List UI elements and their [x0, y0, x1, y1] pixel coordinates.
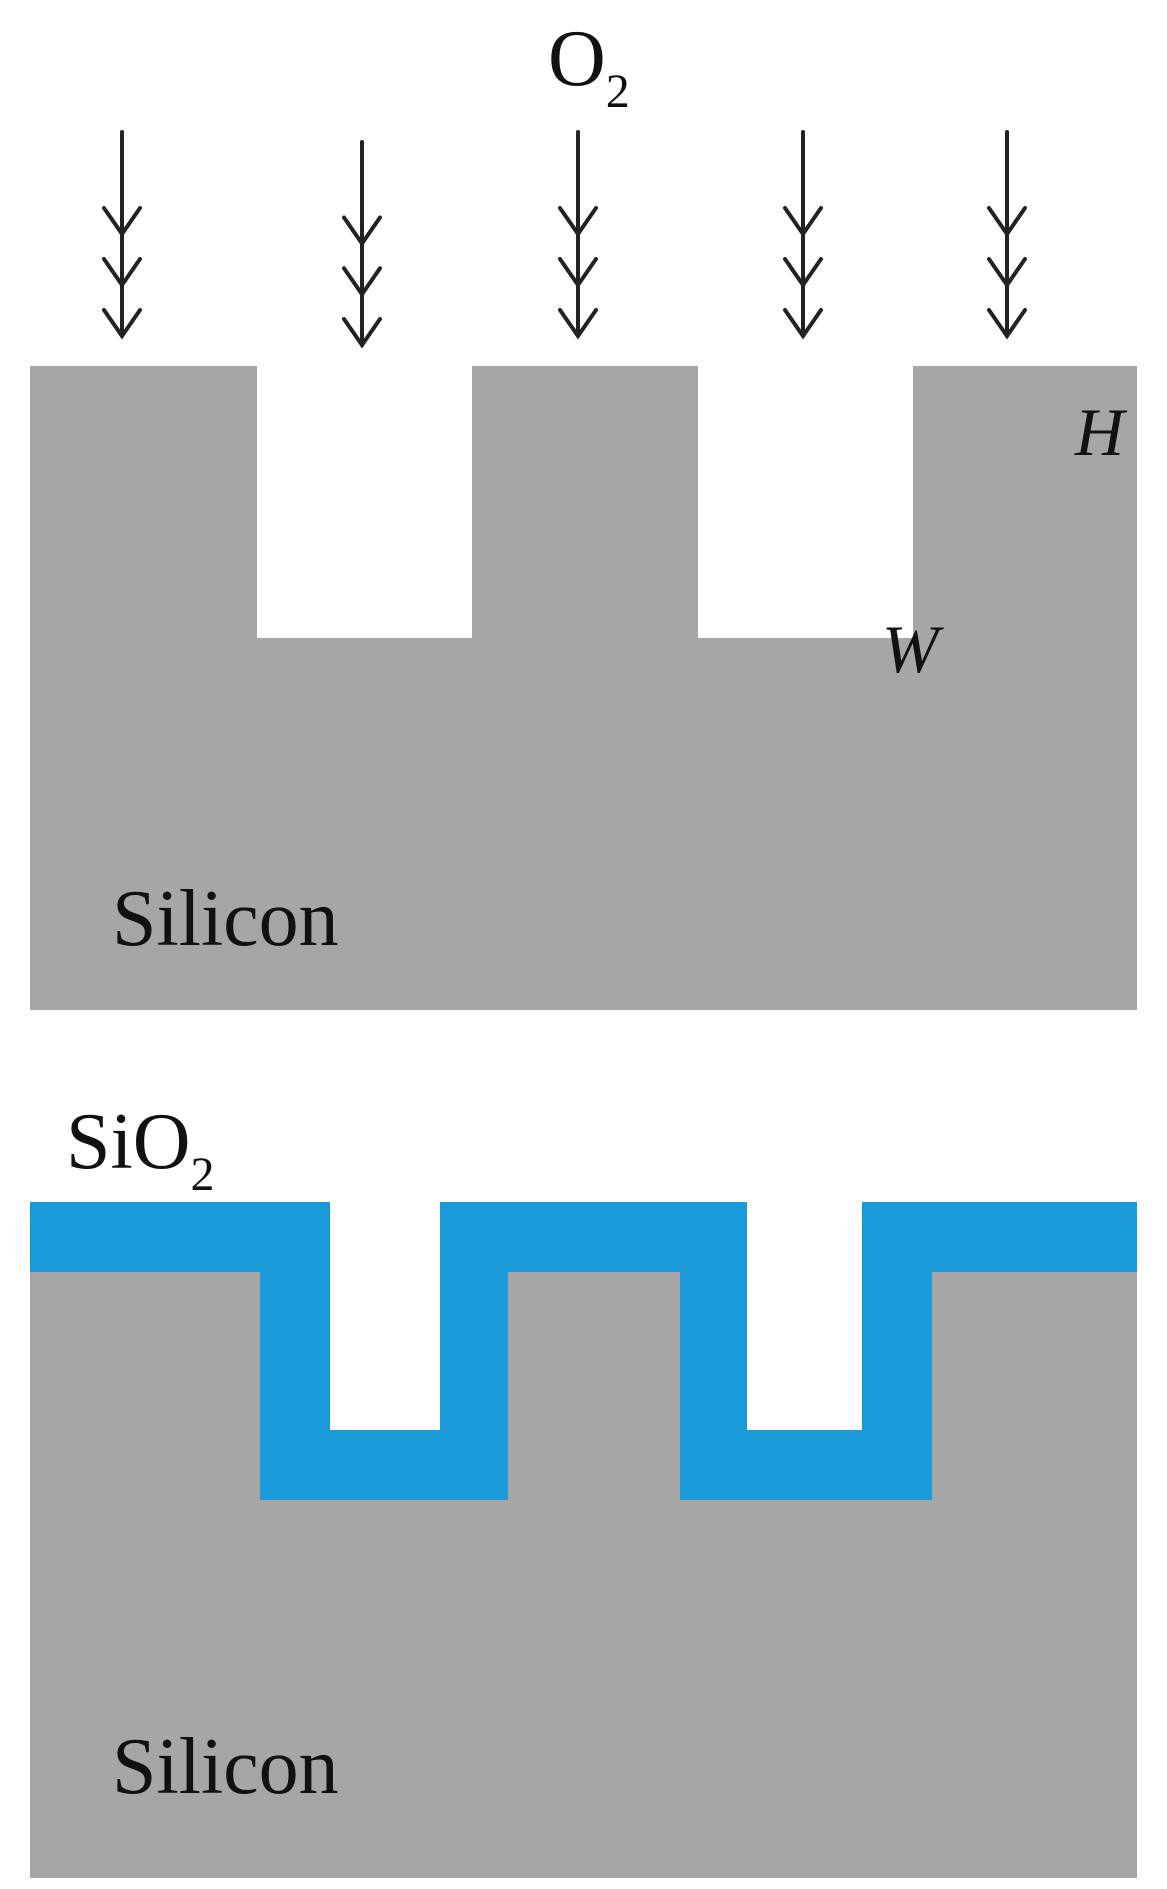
silicon-label-top: Silicon	[112, 875, 339, 963]
oxygen-flux-arrows	[102, 130, 1027, 349]
sio2-label: SiO2	[66, 1098, 215, 1201]
height-label: H	[1074, 394, 1128, 470]
silicon-substrate-top	[30, 366, 1137, 1010]
silicon-substrate-bottom	[30, 1272, 1137, 1878]
down-arrow-icon	[558, 130, 598, 340]
silicon-label-bottom: Silicon	[112, 1723, 339, 1811]
top-panel: O2 H W Silicon	[30, 15, 1137, 1010]
down-arrow-icon	[102, 130, 142, 340]
oxygen-label: O2	[548, 15, 630, 118]
down-arrow-icon	[342, 140, 382, 349]
down-arrow-icon	[987, 130, 1027, 340]
width-label: W	[882, 611, 944, 687]
down-arrow-icon	[783, 130, 823, 340]
bottom-panel: SiO2 Silicon	[30, 1098, 1137, 1878]
